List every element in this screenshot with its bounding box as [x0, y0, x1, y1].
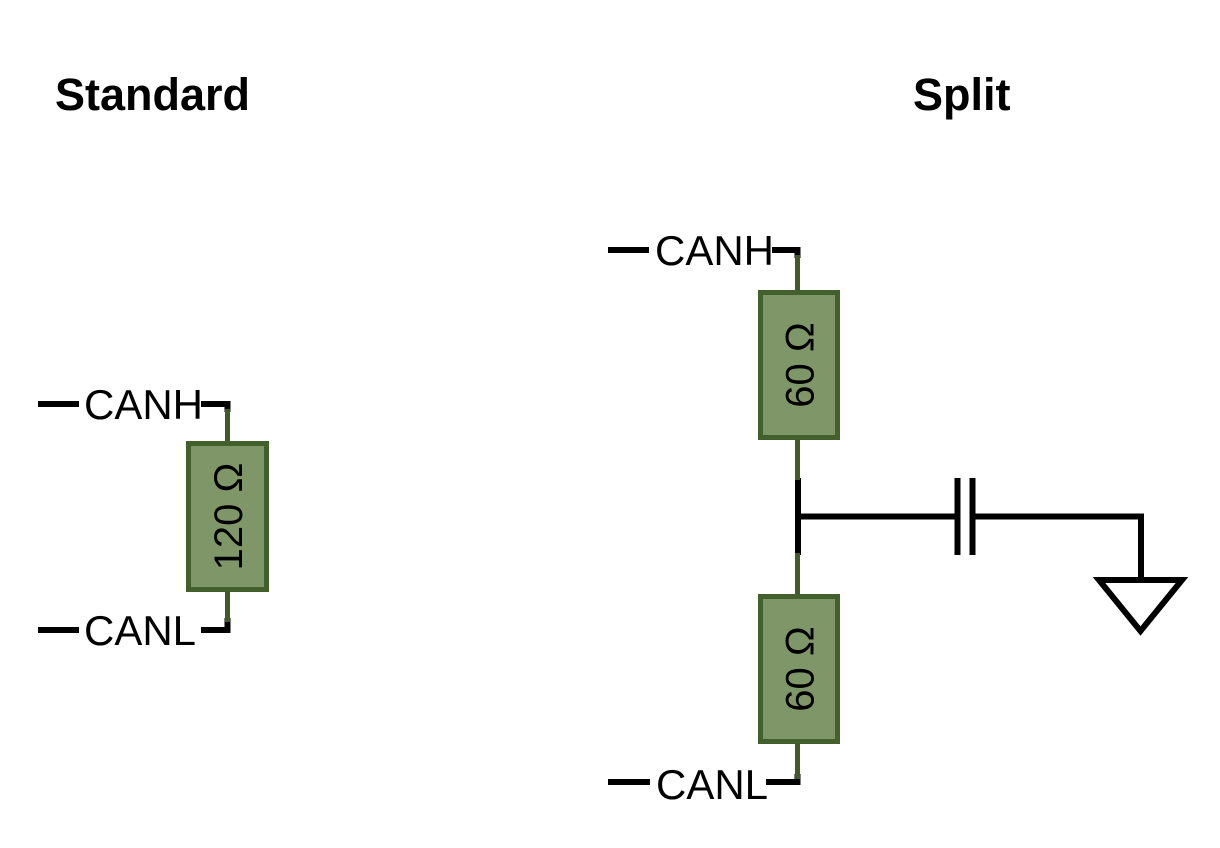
standard-canl-label: CANL — [84, 607, 196, 654]
split-canh-corner-wire — [772, 247, 801, 258]
resistor-120-body — [186, 441, 269, 592]
resistor-60-bottom-value: 60 Ω — [778, 626, 822, 712]
split-title: Split — [913, 69, 1011, 120]
resistor-120-value: 120 Ω — [207, 463, 251, 571]
capacitor-icon — [954, 478, 976, 555]
standard-title: Standard — [55, 69, 250, 120]
standard-canl-corner-wire — [201, 618, 231, 633]
standard-canh-corner-wire — [201, 401, 231, 412]
split-cap-right-wire — [975, 513, 1144, 580]
resistor-60-top-value: 60 Ω — [778, 322, 822, 408]
split-canh-label: CANH — [655, 227, 774, 274]
standard-circuit: 120 Ω CANH CANL — [38, 381, 269, 654]
standard-canh-label: CANH — [84, 381, 203, 428]
split-canl-label: CANL — [656, 761, 768, 808]
resistor-60-bottom-body — [758, 594, 840, 744]
resistor-60-top-body — [758, 290, 840, 440]
split-circuit: 60 Ω 60 Ω CANH CANL — [608, 227, 1189, 808]
split-canl-corner-wire — [766, 774, 801, 785]
ground-icon — [1092, 577, 1189, 636]
